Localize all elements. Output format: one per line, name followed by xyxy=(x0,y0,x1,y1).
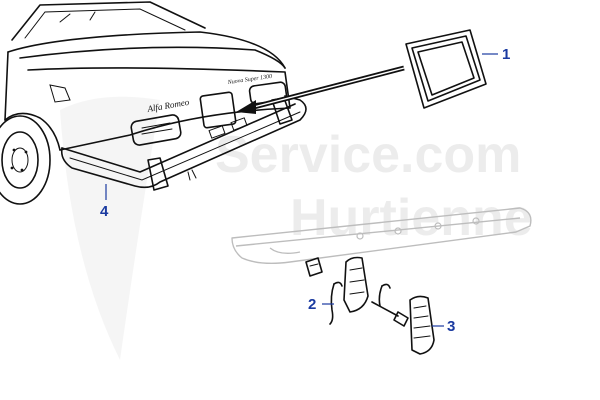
license-plate-gasket xyxy=(405,29,487,109)
callout-1-label: 1 xyxy=(502,46,510,63)
ghost-bumper xyxy=(231,207,532,265)
callout-3-label: 3 xyxy=(447,318,455,335)
bolt xyxy=(371,301,409,327)
callout-4-label: 4 xyxy=(100,203,109,220)
callout-2-label: 2 xyxy=(308,296,316,313)
rear-wheel xyxy=(0,115,51,205)
callout-1: 1 xyxy=(482,46,510,63)
watermark: Service.com Hurtienne xyxy=(60,96,533,361)
assembly-arrow xyxy=(236,65,405,114)
license-plate-recess xyxy=(199,91,237,129)
car-rear-view: Alfa Romeo Nuova Super 1300 xyxy=(0,1,307,205)
bumper-clip xyxy=(305,257,323,277)
spring-clips xyxy=(329,281,391,325)
rear-bumper xyxy=(60,95,307,191)
rubber-insert xyxy=(409,295,435,355)
watermark-shield-logo xyxy=(60,96,160,361)
callout-3: 3 xyxy=(432,318,455,335)
callout-2: 2 xyxy=(308,296,334,313)
watermark-line2: Hurtienne xyxy=(290,189,533,247)
callout-4: 4 xyxy=(100,184,109,220)
overrider-bracket xyxy=(343,256,369,313)
watermark-line1: Service.com xyxy=(215,126,521,184)
left-tail-lamp xyxy=(130,114,182,146)
